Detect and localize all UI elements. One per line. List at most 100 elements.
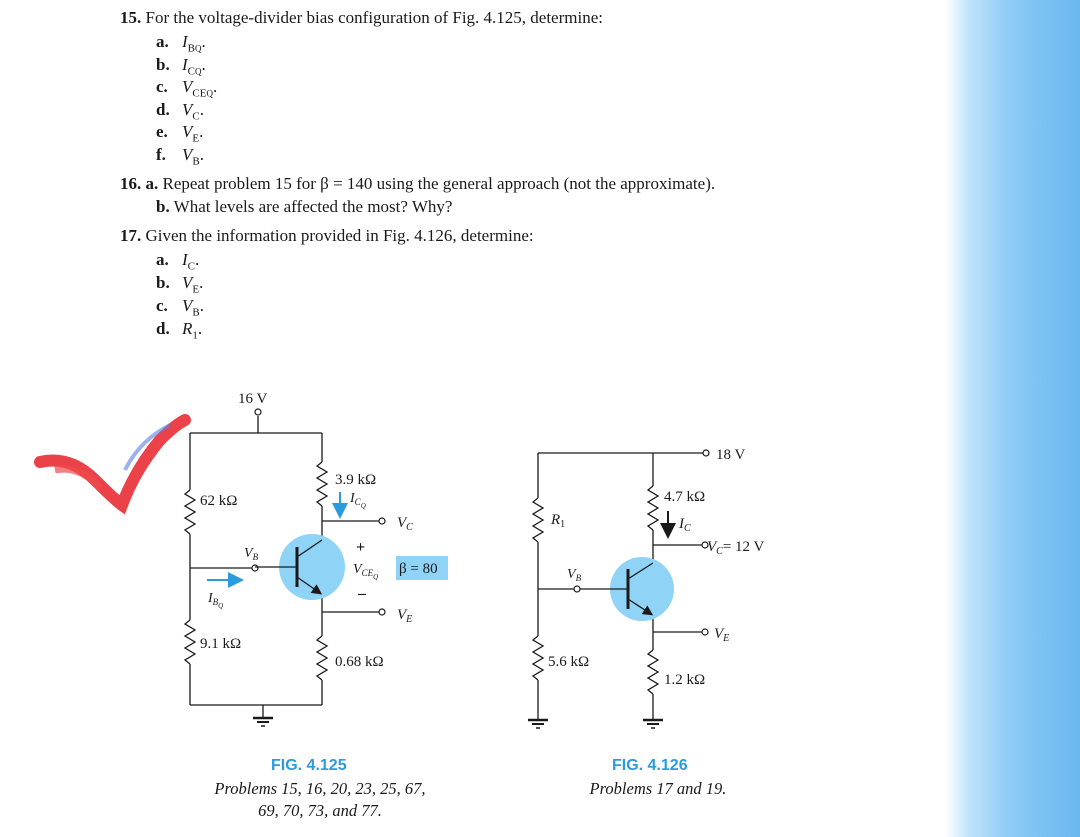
item-symbol: I [182,54,188,74]
red-check-mark [34,414,191,515]
fig-4-125-transistor [255,534,345,600]
fig-4-126-caption: Problems 17 and 19. [589,779,727,798]
problem-15-item: c.VCEQ. [156,77,218,100]
item-subsubscript: Q [206,88,213,99]
problem-16b-text: What levels are affected the most? Why? [173,197,453,216]
item-subscript: CE [192,87,207,100]
problem-16a-text: Repeat problem 15 for β = 140 using the … [162,174,716,193]
item-symbol: V [182,122,193,142]
fig-4-125-title: FIG. 4.125 [271,757,347,774]
fig-4-125-rc-label: 3.9 kΩ [335,472,376,488]
fig-4-125-r2-label: 9.1 kΩ [200,636,241,652]
fig-4-125-supply-terminal [254,408,262,416]
item-letter: b. [156,54,170,74]
svg-text:VC: VC [397,515,413,533]
problem-15-item: e.VE. [156,122,204,145]
item-subscript: E [192,132,200,145]
item-symbol: R [182,319,193,338]
item-subscript: B [192,306,200,319]
problem-15-number: 15. [120,8,142,27]
problem-17-heading: 17. Given the information provided in Fi… [120,225,534,247]
item-subscript: B [187,42,196,55]
svg-text:VCEQ: VCEQ [353,562,378,581]
item-letter: c. [156,296,168,315]
problem-17-item: c.VB. [156,296,204,319]
item-letter: a. [156,32,169,51]
fig-4-126-circuit [528,452,704,729]
svg-text:–: – [357,585,367,602]
item-letter: d. [156,319,170,338]
fig-4-126-title: FIG. 4.126 [612,757,688,774]
item-subscript: 1 [192,329,198,342]
fig-4-125-supply-label: 16 V [238,391,267,407]
item-symbol: I [182,32,188,51]
item-subsubscript: Q [195,65,202,76]
problem-17-item: d.R1. [156,319,203,342]
item-subsubscript: Q [195,43,202,54]
item-letter: a. [156,250,169,269]
fig-4-125-vc-terminal [378,517,386,525]
fig-4-125-caption-line1: Problems 15, 16, 20, 23, 25, 67, [214,779,426,798]
problem-17-text: Given the information provided in Fig. 4… [145,226,534,245]
fig-4-125-re-label: 0.68 kΩ [335,654,384,670]
problem-17-item: b.VE. [156,273,204,296]
item-letter: d. [156,99,170,119]
svg-text:R1: R1 [550,512,565,530]
problem-16-heading: 16. a. Repeat problem 15 for β = 140 usi… [120,173,715,195]
item-letter: e. [156,122,168,142]
fig-4-125-caption-line2: 69, 70, 73, and 77. [258,801,382,820]
svg-text:VE: VE [714,626,729,644]
item-symbol: V [182,77,193,97]
fig-4-126-vc-terminal [701,541,709,549]
problem-15-item: b.ICQ. [156,54,206,77]
item-symbol: V [182,99,193,119]
item-subscript: C [192,110,200,123]
fig-4-126-r1-label: R [550,512,560,528]
side-decoration-strip [945,0,1080,837]
problem-15-item: a.IBQ. [156,32,206,55]
item-subscript: C [187,64,196,77]
fig-4-126-rc-label: 4.7 kΩ [664,489,705,505]
fig-4-126-vc-value: = 12 V [723,539,765,555]
fig-4-125-vb-terminal [251,564,259,572]
problem-17-item: a.IC. [156,250,200,273]
svg-text:IC: IC [678,516,691,534]
item-letter: b. [156,273,170,292]
item-symbol: V [182,145,193,164]
problem-15-item: f.VB. [156,145,204,168]
fig-4-126-re-label: 1.2 kΩ [664,672,705,688]
fig-4-125-symbol-labels: VB IBQ ICQ VC VE VCEQ + – [207,491,413,625]
problem-16b-letter: b. [156,197,170,216]
svg-text:VB: VB [567,567,582,583]
problem-15-heading: 15. For the voltage-divider bias configu… [120,7,603,29]
beta-box [396,556,448,580]
fig-4-126-supply-terminal [702,449,710,457]
fig-4-125-ve-terminal [378,608,386,616]
item-symbol: V [182,273,193,292]
svg-text:IBQ: IBQ [207,591,223,610]
svg-text:ICQ: ICQ [349,491,366,510]
svg-text:VB: VB [244,546,259,562]
problem-15-item: d.VC. [156,99,204,123]
fig-4-125-circuit [183,416,380,727]
fig-4-126-r2-label: 5.6 kΩ [548,654,589,670]
problem-16-number: 16. [120,174,142,193]
problem-17-number: 17. [120,226,142,245]
item-symbol: V [182,296,193,315]
item-letter: c. [156,77,168,97]
fig-4-126-transistor [580,557,674,621]
fig-4-125-caption: Problems 15, 16, 20, 23, 25, 67, 69, 70,… [185,778,455,822]
fig-4-125-r1-label: 62 kΩ [200,493,237,509]
fig-4-126-vb-terminal [573,585,581,593]
svg-text:VC= 12 V: VC= 12 V [707,539,765,557]
problem-16a-letter: a. [145,174,159,193]
fig-4-126-ve-terminal [701,628,709,636]
svg-text:VE: VE [397,607,412,625]
item-symbol: I [182,250,188,269]
item-subscript: C [187,260,196,273]
item-subscript: E [192,283,200,296]
fig-4-125-beta-label: β = 80 [399,561,438,577]
item-subscript: B [192,155,200,168]
svg-text:+: + [356,539,365,556]
